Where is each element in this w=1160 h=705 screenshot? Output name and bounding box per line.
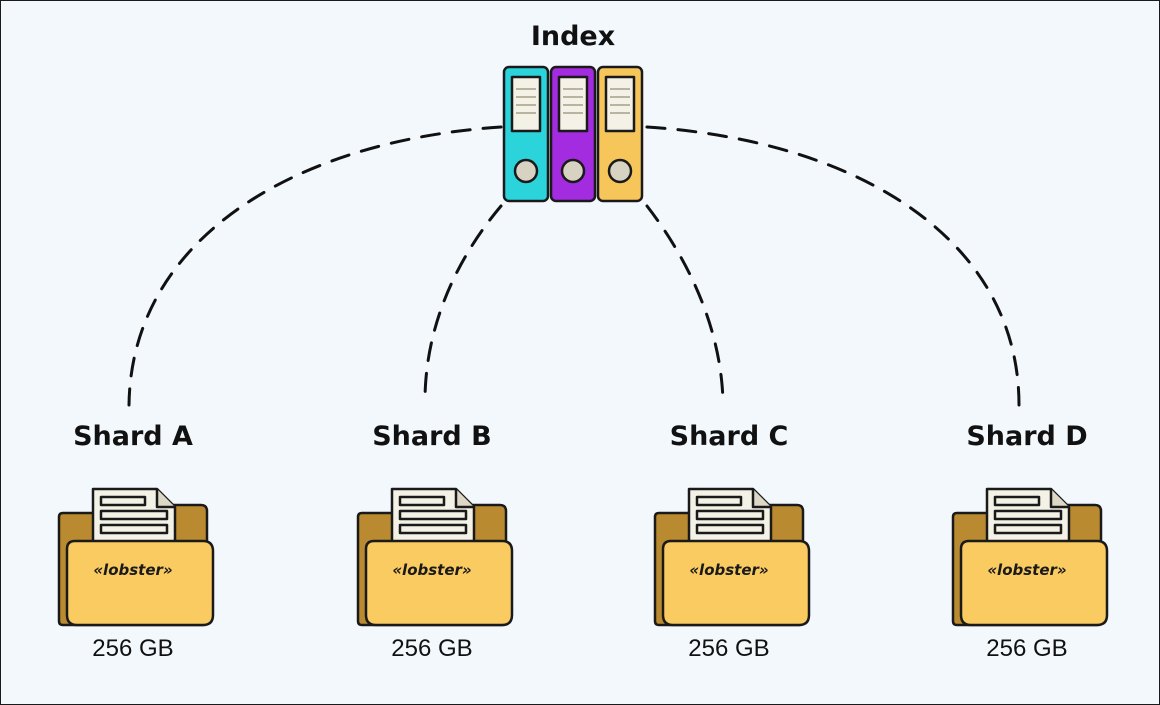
folder-icon <box>57 487 215 627</box>
connector-index-shard-d <box>645 125 1021 407</box>
folder-icon <box>951 487 1109 627</box>
connector-index-shard-b <box>423 204 503 403</box>
shard-size: 256 GB <box>92 635 174 662</box>
shard-size: 256 GB <box>688 635 770 662</box>
connector-index-shard-c <box>645 204 725 403</box>
connector-index-shard-a <box>127 125 503 407</box>
index-binders-icon <box>502 65 644 203</box>
index-title: Index <box>530 21 616 52</box>
folder-label: «lobster» <box>987 561 1067 579</box>
folder-icon <box>653 487 811 627</box>
folder-label: «lobster» <box>689 561 769 579</box>
binder-icon <box>596 65 644 203</box>
folder-icon <box>356 487 514 627</box>
shard-title: Shard C <box>669 421 789 452</box>
shard-size: 256 GB <box>391 635 473 662</box>
folder-label: «lobster» <box>392 561 472 579</box>
binder-icon <box>549 65 597 203</box>
shard-title: Shard D <box>966 421 1088 452</box>
shard-title: Shard A <box>73 421 193 452</box>
shard-size: 256 GB <box>986 635 1068 662</box>
folder-label: «lobster» <box>93 561 173 579</box>
binder-icon <box>502 65 550 203</box>
shard-title: Shard B <box>372 421 492 452</box>
